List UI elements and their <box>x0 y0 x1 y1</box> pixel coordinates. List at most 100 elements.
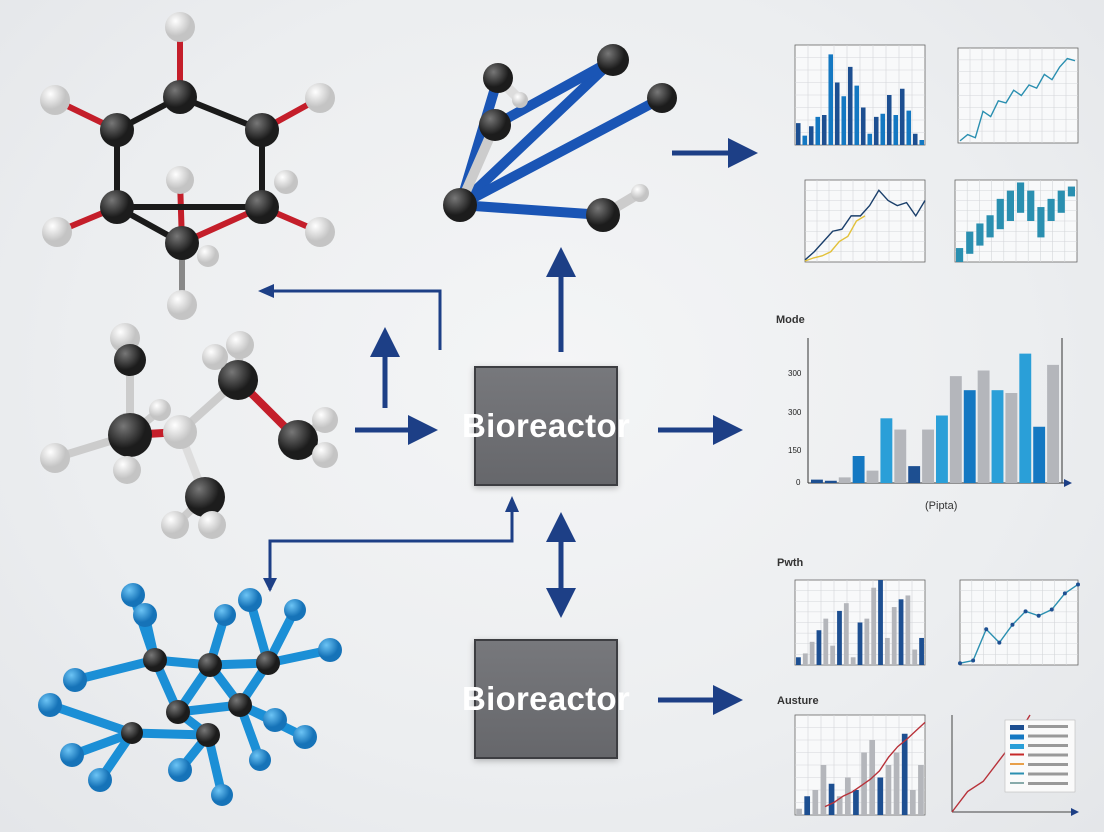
chart-line-top-line <box>959 57 1076 142</box>
chart-pwth-bar <box>850 657 856 665</box>
chart-floating-bar-bar <box>956 248 964 262</box>
legend-label-placeholder <box>1028 725 1068 728</box>
mode-chart-bar <box>991 390 1004 483</box>
chart-pwth-bar <box>905 595 911 665</box>
bond <box>490 55 618 130</box>
blue-atom <box>284 599 306 621</box>
chart-pwth-bar <box>891 607 897 665</box>
mode-chart-bar <box>824 480 837 483</box>
blue-atom <box>63 668 87 692</box>
chart-multiline-yellow-line <box>804 215 866 262</box>
chart-pwth-bar <box>871 587 877 665</box>
hydrogen-atom <box>42 217 72 247</box>
carbon-atom <box>196 723 220 747</box>
blue-atom <box>121 583 145 607</box>
blue-atom <box>168 758 192 782</box>
bioreactor-main-node[interactable]: Bioreactor <box>462 366 630 486</box>
hydrogen-atom <box>202 344 228 370</box>
mode-chart-bar <box>1047 364 1059 483</box>
mode-chart-bar <box>908 466 921 483</box>
chart-floating-bar-bar <box>1047 198 1055 221</box>
carbon-atom <box>165 226 199 260</box>
hydrogen-atom <box>40 443 70 473</box>
carbon-atom <box>163 80 197 114</box>
bond <box>45 700 137 738</box>
legend-label-placeholder <box>1028 744 1068 747</box>
hydrogen-atom <box>305 83 335 113</box>
hydrogen-atom <box>312 407 338 433</box>
legend-swatch <box>1010 725 1024 730</box>
carbon-atom <box>586 198 620 232</box>
mode-ytick: 0 <box>796 478 801 487</box>
chart-floating-bar-bar <box>1027 190 1035 221</box>
carbon-atom <box>245 190 279 224</box>
chart-pwth-bar <box>857 622 863 665</box>
blue-atom <box>214 604 236 626</box>
legend-label-placeholder <box>1028 734 1068 738</box>
chart-floating-bar-bar <box>996 198 1004 230</box>
blue-atom <box>293 725 317 749</box>
bond <box>455 55 618 210</box>
chart-floating-bar-bar <box>966 231 974 254</box>
chart-bar-top-bar <box>867 133 873 145</box>
chart-bar-top-bar <box>795 123 801 145</box>
chart-bar-top-bar <box>912 133 918 145</box>
mode-chart-title: Mode <box>776 314 805 326</box>
chart-pwth-bar <box>816 630 822 665</box>
chart-pwth-bar <box>898 599 904 665</box>
arrowhead-down <box>263 578 277 592</box>
chart-austure-bar <box>828 783 835 815</box>
chart-austure-bar <box>853 790 859 815</box>
chart-bar-top-bar <box>886 95 892 145</box>
blue-atom <box>88 768 112 792</box>
mode-chart-bar <box>1033 426 1046 483</box>
chart-pwth-bar <box>878 580 883 665</box>
chart-pwth-bar <box>830 645 836 665</box>
legend-swatch <box>1010 744 1024 749</box>
chart-line-points-point <box>997 640 1002 645</box>
chart-pwth-bar <box>864 618 870 665</box>
carbon-atom <box>245 113 279 147</box>
hydrogen-atom <box>40 85 70 115</box>
chart-pwth-bar <box>843 603 849 665</box>
carbon-atom <box>218 360 258 400</box>
mode-ytick: 300 <box>788 369 802 378</box>
hydrogen-atom <box>163 415 197 449</box>
mode-chart-bar <box>963 390 976 483</box>
chart-austure-bar <box>820 765 827 815</box>
chart-bar-top-bar <box>841 96 847 145</box>
blue-atom <box>238 588 262 612</box>
bond <box>455 93 667 210</box>
blue-atom <box>318 638 342 662</box>
chart-pwth-bar <box>796 657 801 665</box>
chart-bar-top-bar <box>893 115 899 145</box>
legend-label-placeholder <box>1028 753 1068 757</box>
chart-bar-top-bar <box>860 107 866 145</box>
carbon-atom <box>443 188 477 222</box>
legend-swatch <box>1010 763 1024 765</box>
chart-bar-top-bar <box>802 135 808 145</box>
chart-bar-top-bar <box>880 113 886 145</box>
chart-pwth-bar <box>802 653 808 665</box>
carbon-atom <box>228 693 252 717</box>
chart-austure-bar <box>804 796 811 815</box>
hydrogen-atom <box>113 456 141 484</box>
chart-bar-top-bar <box>821 115 827 145</box>
chart-line-points-point <box>1076 582 1080 587</box>
chart-floating-bar-bar <box>986 215 994 238</box>
chart-austure-bar <box>796 808 802 815</box>
bond <box>455 200 608 220</box>
carbon-atom <box>143 648 167 672</box>
mode-chart-bar <box>922 429 934 483</box>
mode-chart-bar <box>811 479 823 483</box>
bioreactor-secondary-node[interactable]: Bioreactor <box>462 639 630 759</box>
bond <box>70 655 160 685</box>
carbon-atom <box>114 344 146 376</box>
hydrogen-atom <box>167 290 197 320</box>
mode-chart-bar <box>852 456 865 483</box>
blue-atom <box>38 693 62 717</box>
carbon-atom <box>108 413 152 457</box>
mode-chart-bar <box>977 370 990 483</box>
hydrogen-atom <box>161 511 189 539</box>
chart-pwth-bar <box>837 610 842 665</box>
